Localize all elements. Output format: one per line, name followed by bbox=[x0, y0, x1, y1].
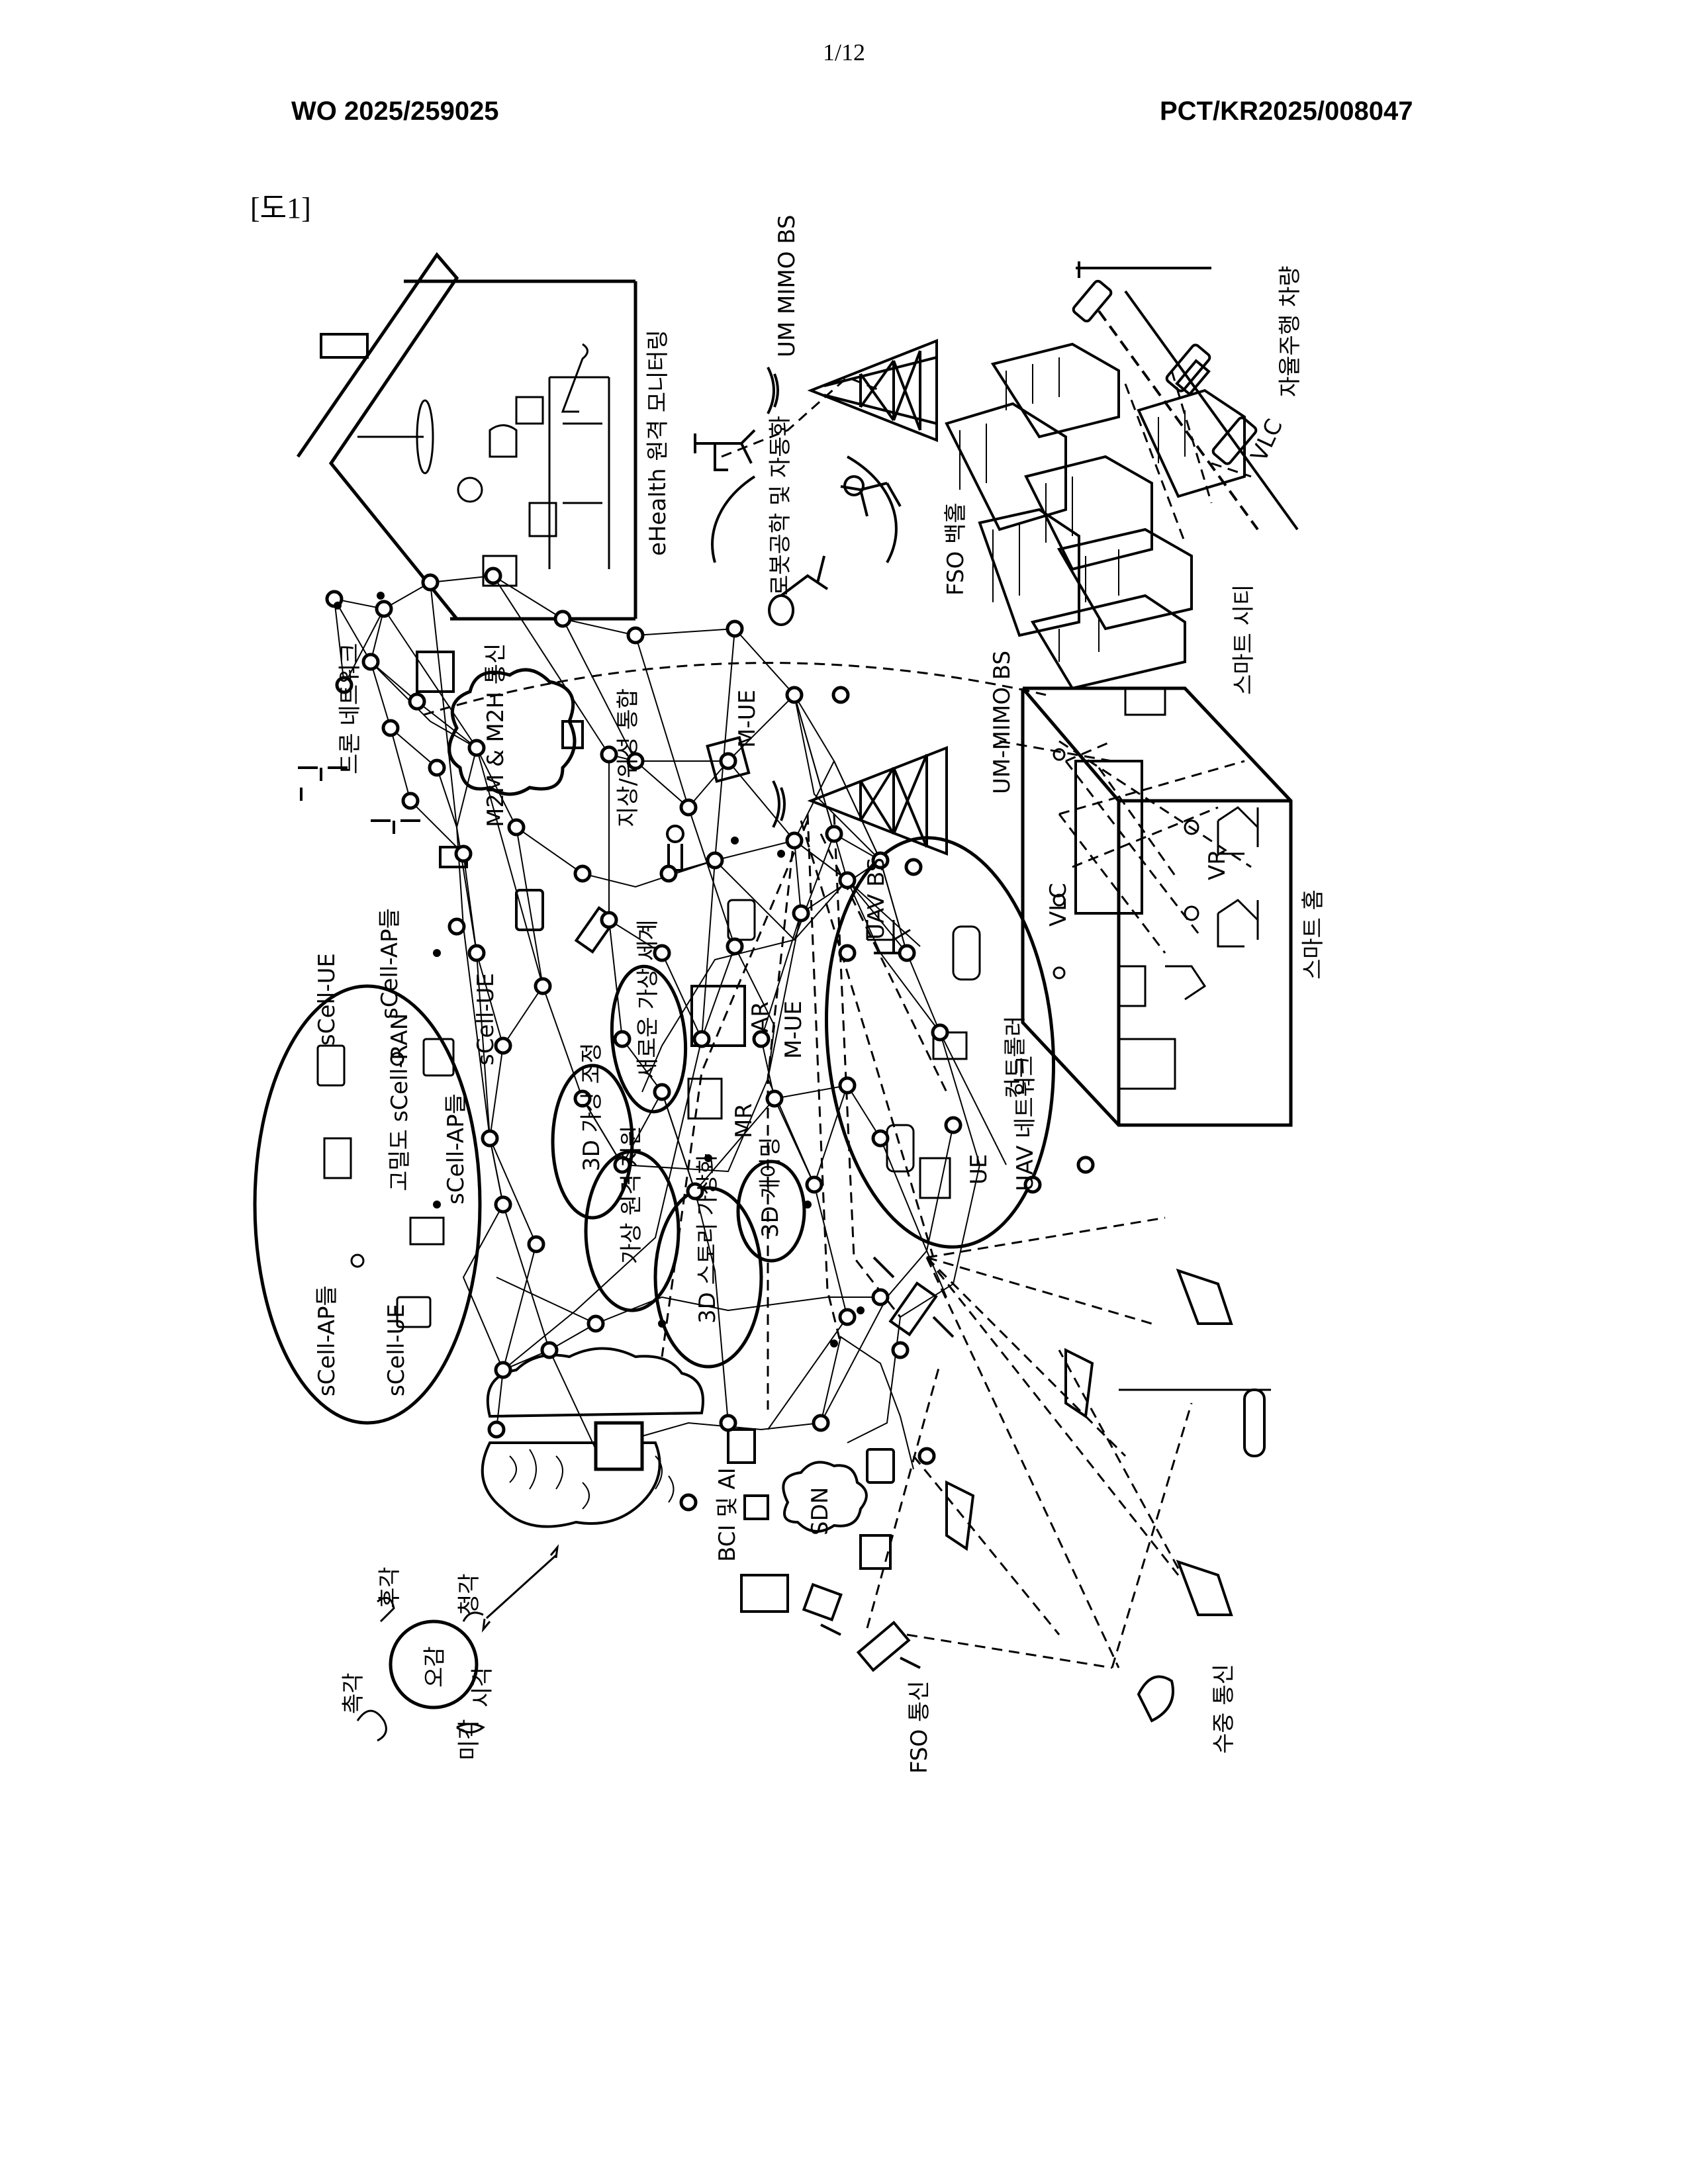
label-mr: MR bbox=[731, 1103, 757, 1138]
label-ue: UE bbox=[966, 1154, 992, 1185]
label-3d-gaming: 3D 게이밍 bbox=[757, 1137, 784, 1238]
label-ehealth: eHealth 원격 모니터링 bbox=[645, 330, 671, 556]
label-vlc-road: VLC bbox=[1246, 415, 1288, 466]
mesh-links bbox=[334, 576, 1006, 1469]
label-3d-story: 3D 스토리 가상화 bbox=[694, 1154, 721, 1324]
m2m-cloud bbox=[449, 670, 575, 794]
satellites-ships-illustration bbox=[577, 908, 1271, 1721]
label-um-mimo-mid: UM-MIMO BS bbox=[989, 651, 1015, 794]
diagram-labels: eHealth 원격 모니터링 UM MIMO BS 로봇공학 및 자동화 FS… bbox=[314, 214, 1327, 1774]
label-ground-sat: 지상/위성 통합 bbox=[615, 688, 641, 827]
label-autonomous: 자율주행 차량 bbox=[1277, 266, 1303, 398]
label-smart-home: 스마트 홈 bbox=[1300, 889, 1327, 979]
label-fso-backhaul: FSO 백홀 bbox=[943, 502, 969, 596]
label-m-ue-mid: M-UE bbox=[780, 1001, 807, 1059]
label-sight: 시각 bbox=[469, 1666, 496, 1707]
label-touch: 촉각 bbox=[340, 1672, 367, 1714]
label-new-virtual: 새로운 가상 세계 bbox=[635, 919, 661, 1079]
label-hd-scell-ran: 고밀도 sCell-RAN bbox=[387, 1013, 413, 1191]
label-um-mimo-top: UM MIMO BS bbox=[774, 214, 800, 357]
label-virtual-remote: 가상 원격 지원 bbox=[618, 1126, 645, 1264]
label-robot: 로봇공학 및 자동화 bbox=[767, 416, 794, 596]
label-uav-net: UAV 네트워크 bbox=[1012, 1056, 1039, 1191]
label-scell-ue-mid: sCell-UE bbox=[473, 973, 499, 1066]
label-fso-comm: FSO 통신 bbox=[906, 1680, 933, 1774]
ehealth-house-illustration bbox=[298, 255, 635, 619]
label-drone-net: 드론 네트워크 bbox=[337, 643, 363, 775]
label-smell: 후각 bbox=[377, 1567, 403, 1608]
label-bci-ai: BCI 및 AI bbox=[714, 1467, 741, 1562]
label-uav-bs: UAV BS bbox=[863, 858, 890, 940]
label-ar: AR bbox=[747, 1001, 774, 1032]
label-3d-virtual-control: 3D 가상 조정 bbox=[579, 1042, 605, 1171]
label-smart-city: 스마트 시티 bbox=[1231, 584, 1257, 695]
bci-brain-cloud-illustration bbox=[483, 1349, 703, 1527]
label-sdn: SDN bbox=[807, 1487, 833, 1535]
label-scell-ap-top: sCell-AP들 bbox=[377, 908, 403, 1019]
label-hearing: 청각 bbox=[456, 1573, 483, 1615]
dashed-links bbox=[424, 371, 1251, 1668]
label-vr: VR bbox=[1204, 849, 1231, 880]
label-scell-ap-inner: sCell-AP들 bbox=[443, 1093, 469, 1205]
label-m-ue-top: M-UE bbox=[734, 690, 761, 748]
robot-figures-icon bbox=[695, 430, 900, 625]
label-five-senses: 오감 bbox=[422, 1646, 448, 1688]
label-scell-ue-bottom: sCell-UE bbox=[383, 1304, 410, 1396]
label-vlc-home: VLC bbox=[1045, 883, 1072, 927]
label-taste: 미각 bbox=[456, 1719, 483, 1760]
label-scell-ap-bottom: sCell-AP들 bbox=[314, 1285, 340, 1396]
label-underwater: 수중 통신 bbox=[1211, 1664, 1237, 1754]
label-scell-ue-top: sCell-UE bbox=[314, 953, 340, 1046]
label-m2m: M2M & M2H 통신 bbox=[483, 643, 509, 827]
drone-icons bbox=[298, 652, 914, 953]
